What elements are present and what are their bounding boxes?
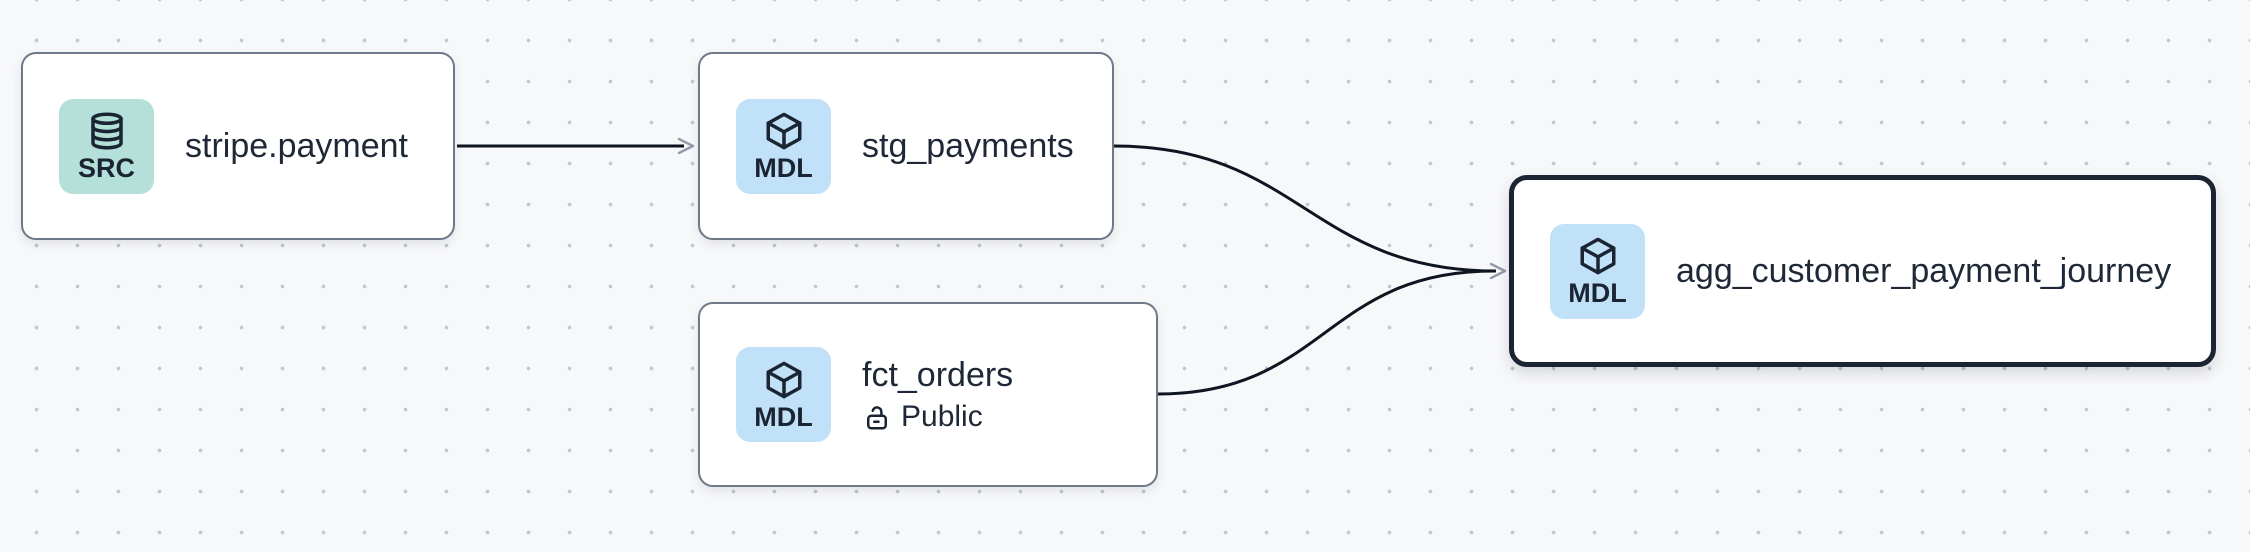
badge-label: MDL bbox=[754, 401, 813, 432]
cube-icon bbox=[1577, 235, 1619, 277]
access-badge: Public bbox=[862, 400, 1013, 435]
database-icon bbox=[86, 110, 128, 152]
badge-label: MDL bbox=[754, 153, 813, 183]
node-stripe-payment[interactable]: SRC stripe.payment bbox=[21, 52, 455, 240]
src-badge: SRC bbox=[59, 98, 154, 194]
mdl-badge: MDL bbox=[1550, 223, 1645, 319]
node-fct-orders[interactable]: MDL fct_orders Public bbox=[698, 302, 1158, 487]
badge-label: SRC bbox=[77, 153, 135, 183]
arrowhead-stg bbox=[677, 137, 695, 155]
node-title: stg_payments bbox=[862, 126, 1074, 165]
arrowhead-agg bbox=[1489, 262, 1507, 280]
node-title: stripe.payment bbox=[185, 126, 408, 165]
mdl-badge: MDL bbox=[736, 347, 831, 442]
node-title: fct_orders bbox=[862, 355, 1014, 394]
edge-fct-to-agg bbox=[1157, 269, 1495, 396]
node-title: agg_customer_payment_journey bbox=[1676, 251, 2172, 290]
mdl-badge: MDL bbox=[736, 98, 831, 194]
node-text: fct_orders Public bbox=[862, 355, 1013, 434]
edge-stg-to-agg bbox=[1113, 144, 1497, 273]
cube-icon bbox=[763, 359, 805, 401]
node-stg-payments[interactable]: MDL stg_payments bbox=[698, 52, 1114, 240]
unlock-icon bbox=[862, 402, 892, 432]
badge-label: MDL bbox=[1568, 278, 1627, 308]
node-agg-customer-payment-journey[interactable]: MDL agg_customer_payment_journey bbox=[1509, 175, 2216, 367]
access-label: Public bbox=[901, 399, 983, 433]
cube-icon bbox=[763, 110, 805, 152]
